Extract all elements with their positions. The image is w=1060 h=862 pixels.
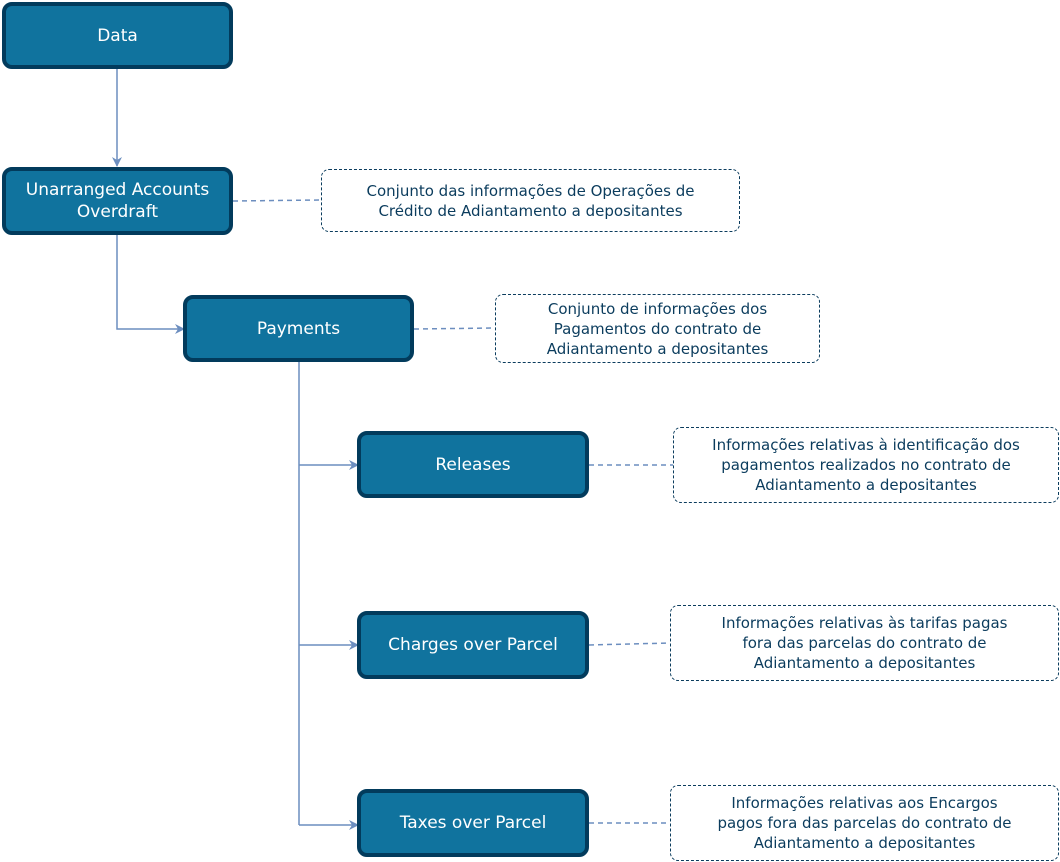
note-unarranged-text: Conjunto das informações de Operações de… — [367, 181, 695, 221]
node-releases[interactable]: Releases — [357, 431, 589, 498]
note-payments-line2: Pagamentos do contrato de — [553, 319, 762, 338]
note-charges-line1: Informações relativas às tarifas pagas — [721, 614, 1008, 632]
note-releases: Informações relativas à identificação do… — [673, 427, 1059, 503]
node-taxes-label: Taxes over Parcel — [399, 813, 547, 833]
note-releases-line2: pagamentos realizados no contrato de — [721, 456, 1011, 474]
note-unarranged: Conjunto das informações de Operações de… — [321, 169, 740, 232]
node-data-label: Data — [97, 25, 138, 46]
note-charges-text: Informações relativas às tarifas pagas f… — [722, 613, 1008, 673]
node-unarranged-label: Unarranged Accounts Overdraft — [26, 179, 209, 223]
node-taxes-over-parcel[interactable]: Taxes over Parcel — [357, 789, 589, 857]
node-payments[interactable]: Payments — [183, 295, 414, 362]
note-releases-line1: Informações relativas à identificação do… — [712, 436, 1020, 454]
node-charges-label: Charges over Parcel — [388, 635, 558, 655]
node-data[interactable]: Data — [2, 2, 233, 69]
note-link-charges — [588, 642, 671, 646]
node-unarranged-label-line1: Unarranged Accounts — [25, 180, 210, 200]
note-releases-text: Informações relativas à identificação do… — [712, 435, 1020, 495]
connector-unarranged-to-payments — [116, 234, 185, 334]
note-charges-line2: fora das parcelas do contrato de — [742, 634, 987, 652]
node-unarranged-accounts-overdraft[interactable]: Unarranged Accounts Overdraft — [2, 167, 233, 235]
note-payments: Conjunto de informações dos Pagamentos d… — [495, 294, 820, 363]
note-link-payments — [413, 327, 496, 330]
note-taxes-line3: Adiantamento a depositantes — [753, 834, 976, 852]
note-payments-line3: Adiantamento a depositantes — [546, 339, 769, 358]
note-taxes-text: Informações relativas aos Encargos pagos… — [717, 793, 1011, 853]
note-taxes: Informações relativas aos Encargos pagos… — [670, 785, 1059, 861]
node-charges-over-parcel[interactable]: Charges over Parcel — [357, 611, 589, 679]
note-payments-line1: Conjunto de informações dos — [547, 299, 768, 318]
note-payments-text: Conjunto de informações dos Pagamentos d… — [547, 299, 769, 359]
node-unarranged-label-line2: Overdraft — [76, 202, 159, 222]
node-releases-label: Releases — [435, 454, 511, 475]
note-releases-line3: Adiantamento a depositantes — [755, 476, 977, 494]
note-unarranged-line1: Conjunto das informações de Operações de — [366, 181, 695, 200]
note-charges: Informações relativas às tarifas pagas f… — [670, 605, 1059, 681]
note-taxes-line1: Informações relativas aos Encargos — [731, 794, 998, 812]
note-charges-line3: Adiantamento a depositantes — [753, 654, 976, 672]
note-unarranged-line2: Crédito de Adiantamento a depositantes — [378, 201, 683, 220]
note-taxes-line2: pagos fora das parcelas do contrato de — [717, 814, 1012, 832]
note-link-unarranged — [232, 199, 322, 202]
node-payments-label: Payments — [256, 318, 341, 339]
